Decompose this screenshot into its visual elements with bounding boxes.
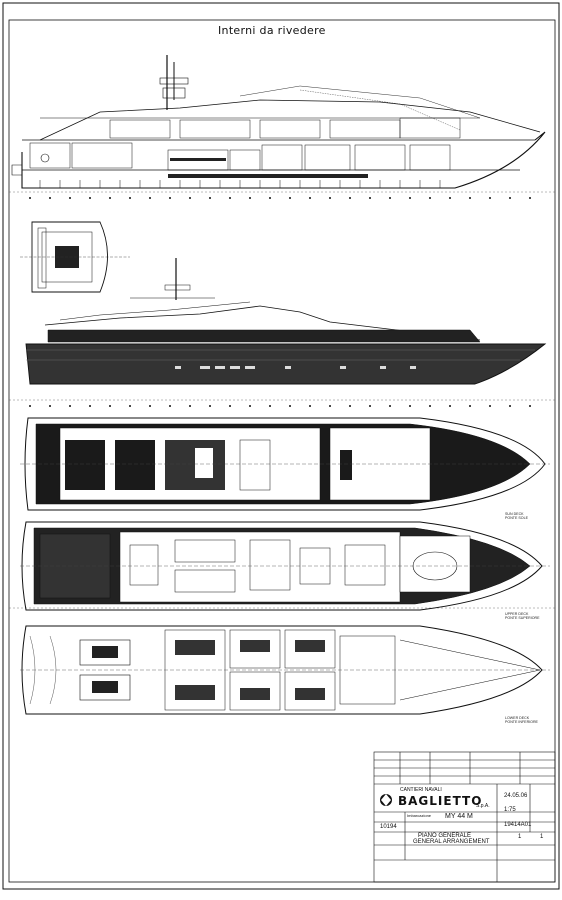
longitudinal-section-view (11, 55, 546, 199)
shipyard-name: CANTIERI NAVALI (400, 787, 442, 793)
revision-code: 19414A01 (504, 822, 532, 828)
brand-logo-text: BAGLIETTO (398, 794, 483, 808)
boat-name: MY 44 M (445, 813, 473, 820)
drawing-date: 24.05.06 (504, 793, 528, 799)
drawing-number: 10194 (380, 824, 397, 830)
flybridge-plan-view (20, 221, 130, 293)
title-english: GENERAL ARRANGEMENT (413, 839, 490, 845)
drawing-scale: 1:75 (504, 807, 516, 813)
boat-label: Imbarcazione (407, 813, 432, 818)
drawing-heading: Interni da rivedere (218, 24, 326, 37)
title-block (373, 751, 556, 883)
sun-deck-plan (20, 417, 550, 511)
company-suffix: S.p.A. (476, 803, 490, 809)
sheet-number: 1 (518, 834, 522, 840)
sheet-inner-border (8, 19, 556, 883)
shipyard-logo-icon (380, 794, 392, 806)
exterior-profile-view (25, 258, 547, 407)
sheet-outer-border (2, 2, 560, 890)
sheet-total: 1 (540, 834, 544, 840)
title-italian: PIANO GENERALE (418, 833, 472, 839)
upper-deck-plan (20, 521, 550, 611)
lower-deck-plan (20, 625, 550, 715)
